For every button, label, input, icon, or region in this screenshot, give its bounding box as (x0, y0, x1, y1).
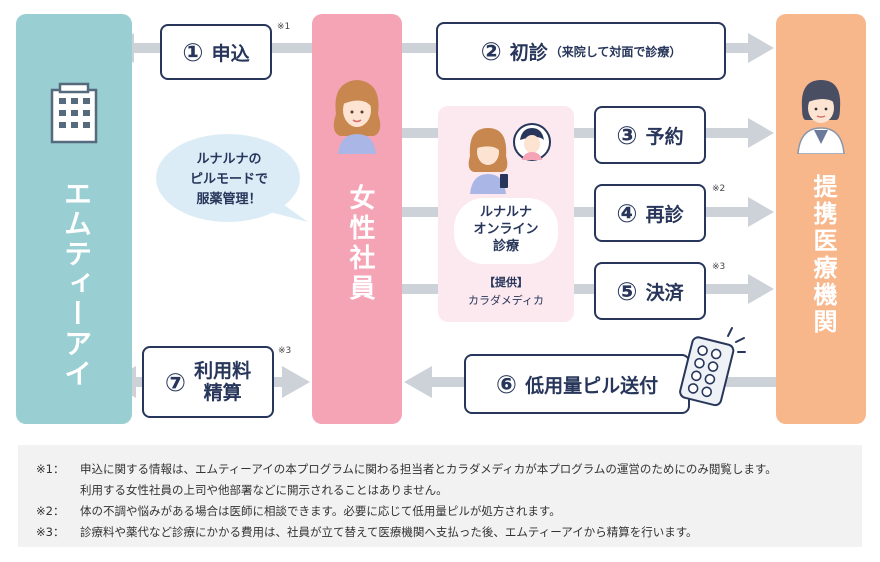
bubble-line-2: ピルモードで (189, 172, 268, 187)
employee-column: 女性社員 (312, 14, 402, 424)
step-2-sub: （来院して対面で診療） (549, 44, 682, 59)
step-3-number: ③ (616, 120, 638, 150)
step-7-label: 利用料 精算 (194, 360, 251, 404)
footnote-1-text: 申込に関する情報は、エムティーアイの本プログラムに関わる担当者とカラダメディカが… (80, 462, 777, 476)
step-3-label: 予約 (645, 125, 684, 148)
bubble-line-3: 服薬管理！ (196, 192, 262, 207)
step-1-label: 申込 (211, 42, 250, 65)
step-5-label: 決済 (645, 281, 684, 304)
online-line-2: オンライン (473, 222, 539, 237)
step-1-note: ※1 (277, 22, 291, 32)
provider-name: カラダメディカ (468, 294, 544, 307)
step-1-apply: ① 申込 (160, 24, 272, 80)
online-clinic-box: ルナルナ オンライン 診療 【提供】 カラダメディカ (438, 106, 574, 322)
online-line-3: 診療 (492, 239, 519, 254)
step-2-first-visit: ② 初診 （来院して対面で診療） (436, 22, 726, 80)
footnote-2-text: 体の不調や悩みがある場合は医師に相談できます。必要に応じて低用量ピルが処方されま… (80, 504, 561, 518)
footnotes: ※1： 申込に関する情報は、エムティーアイの本プログラムに関わる担当者とカラダメ… (18, 445, 862, 547)
pill-pack-icon (679, 327, 746, 407)
step-7-label-line-2: 精算 (203, 382, 242, 404)
step-1-number: ① (182, 37, 204, 67)
bubble-text: ルナルナの ピルモードで 服薬管理！ (160, 150, 298, 210)
bubble-line-1: ルナルナの (196, 152, 262, 167)
clinic-column: 提携医療機関 (776, 14, 866, 424)
step-7-fee-settlement: ⑦ 利用料 精算 (142, 346, 274, 418)
company-label: エムティーアイ (60, 179, 93, 389)
footnote-1-text-2: 利用する女性社員の上司や他部署などに開示されることはありません。 (80, 483, 448, 497)
step-7-label-line-1: 利用料 (194, 360, 252, 382)
online-title-box: ルナルナ オンライン 診療 (454, 198, 558, 264)
footnote-3-text: 診療料や薬代など診療にかかる費用は、社員が立て替えて医療機関へ支払った後、エムテ… (80, 525, 698, 539)
step-4-note: ※2 (712, 184, 726, 194)
step-7-note: ※3 (278, 346, 292, 356)
footnote-1-cont: 利用する女性社員の上司や他部署などに開示されることはありません。 (36, 480, 844, 501)
step-4-number: ④ (616, 198, 638, 228)
step-6-pill-delivery: ⑥ 低用量ピル送付 (464, 354, 690, 414)
woman-illustration (333, 80, 381, 154)
footnote-2: ※2： 体の不調や悩みがある場合は医師に相談できます。必要に応じて低用量ピルが処… (36, 501, 844, 522)
online-line-1: ルナルナ (479, 205, 532, 220)
clinic-label: 提携医療機関 (809, 174, 837, 336)
footnote-3: ※3： 診療料や薬代など診療にかかる費用は、社員が立て替えて医療機関へ支払った後… (36, 522, 844, 543)
footnote-1-mark: ※1： (36, 462, 65, 476)
step-4-label: 再診 (645, 203, 684, 226)
footnote-1: ※1： 申込に関する情報は、エムティーアイの本プログラムに関わる担当者とカラダメ… (36, 459, 844, 480)
employee-label: 女性社員 (345, 184, 375, 304)
woman-phone-illustration (468, 123, 551, 194)
company-column: エムティーアイ (16, 14, 132, 424)
step-5-number: ⑤ (616, 276, 638, 306)
speech-bubble (156, 134, 308, 222)
step-7-number: ⑦ (164, 367, 187, 397)
provider-tag: 【提供】 (484, 276, 528, 289)
step-3-reserve: ③ 予約 (594, 106, 706, 164)
step-5-note: ※3 (712, 262, 726, 272)
building-icon (50, 82, 98, 144)
step-4-revisit: ④ 再診 (594, 184, 706, 242)
step-6-label: 低用量ピル送付 (525, 374, 659, 397)
step-2-number: ② (480, 36, 502, 66)
footnote-3-mark: ※3： (36, 525, 65, 539)
doctor-illustration (797, 80, 845, 154)
footnote-2-mark: ※2： (36, 504, 65, 518)
step-5-payment: ⑤ 決済 (594, 262, 706, 320)
step-6-number: ⑥ (495, 369, 518, 399)
step-2-label: 初診 (509, 41, 548, 64)
